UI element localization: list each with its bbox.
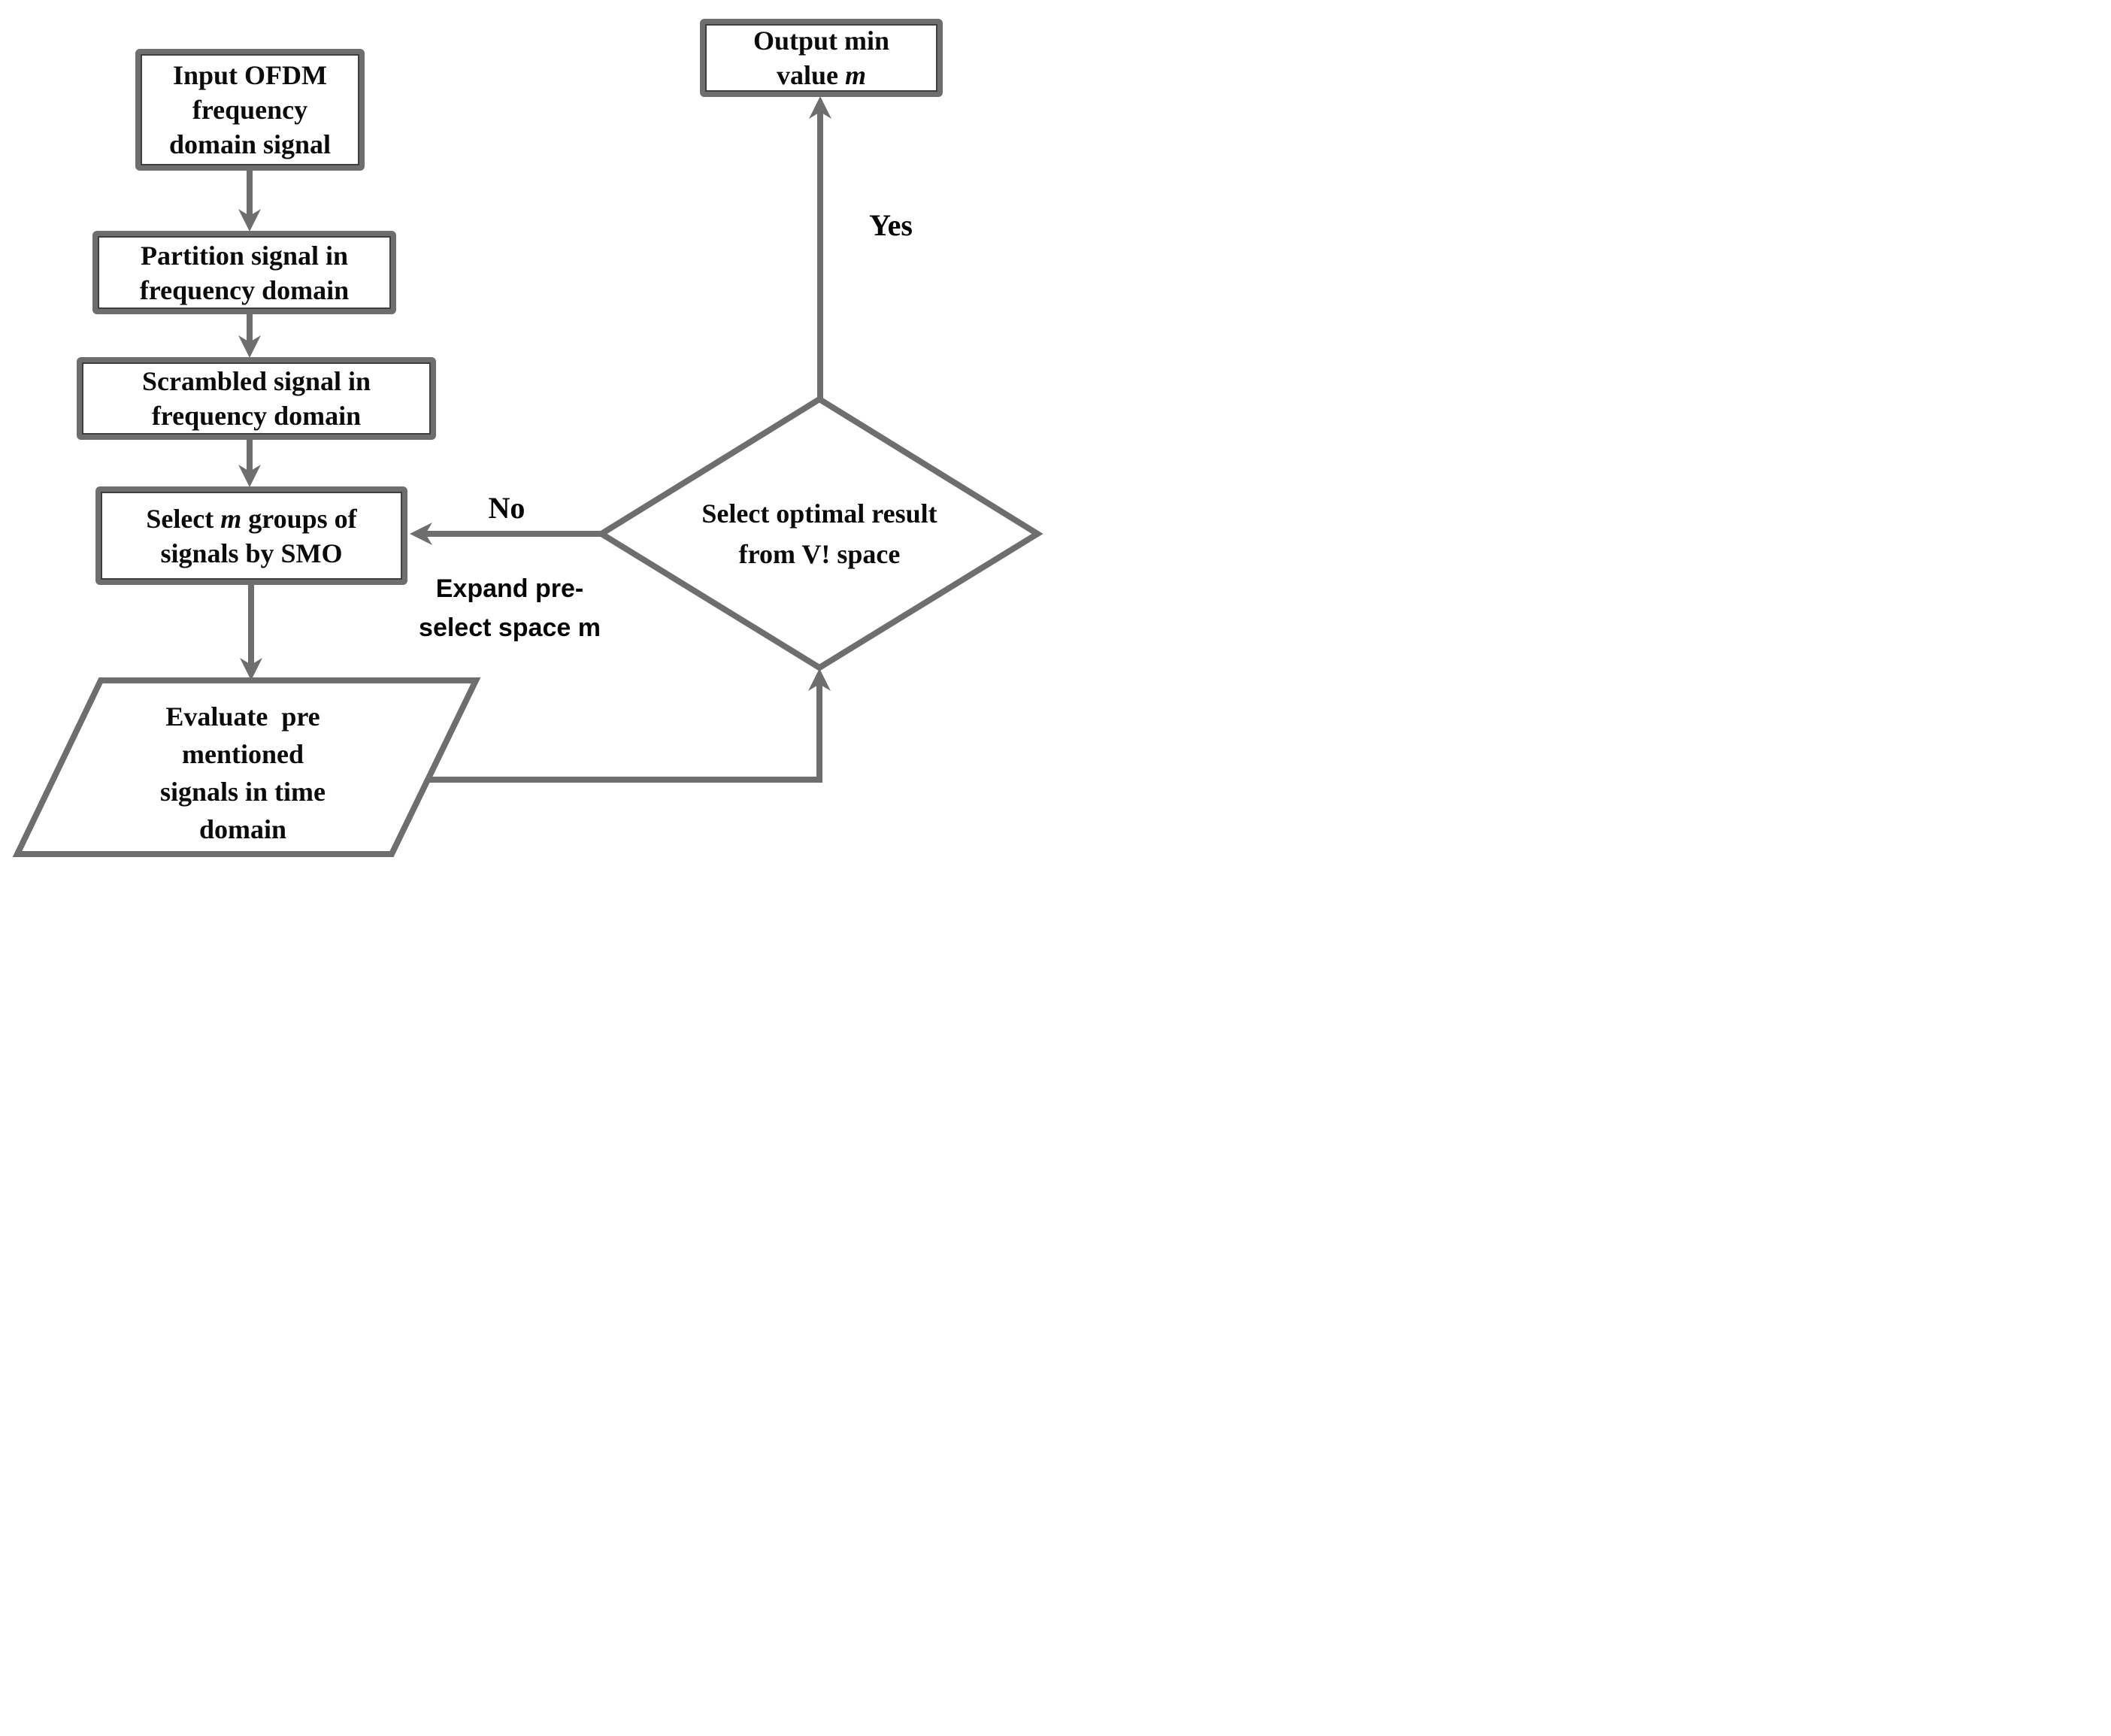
evaluate-parallelogram-shape xyxy=(12,677,481,857)
flowchart-canvas: Input OFDM frequency domain signal Parti… xyxy=(0,0,1056,868)
arrowhead-down-evaluate xyxy=(240,658,262,680)
node-text-line: Scrambled signal in xyxy=(141,366,371,396)
node-text-line: frequency domain xyxy=(139,274,350,305)
node-input-ofdm: Input OFDM frequency domain signal xyxy=(135,49,365,171)
arrowhead-down-partition xyxy=(238,209,261,232)
node-text-line: Input OFDM xyxy=(172,60,328,90)
select-line-suffix: groups of xyxy=(241,503,357,534)
node-text-line: Evaluate pre xyxy=(165,701,320,732)
node-text-line: mentioned xyxy=(182,739,304,769)
decision-diamond-text: Select optimal result from V! space xyxy=(639,493,1000,574)
edge-label-yes: Yes xyxy=(869,208,913,242)
arrowhead-up-output xyxy=(809,96,831,119)
arrowhead-up-decision xyxy=(808,668,831,691)
edge-label-expand-line2: select space m xyxy=(419,614,601,642)
node-output-min: Output min value m xyxy=(700,19,943,97)
node-text-line: frequency xyxy=(192,95,308,125)
output-line-variable-m: m xyxy=(845,60,867,90)
node-text-line: value m xyxy=(777,58,866,92)
node-text-line: Partition signal in xyxy=(140,240,349,271)
edge-label-expand-line1: Expand pre- xyxy=(435,574,584,603)
evaluate-parallelogram-text: Evaluate pre mentioned signals in time d… xyxy=(96,698,389,848)
decision-diamond-shape xyxy=(595,395,1043,671)
node-scrambled-signal: Scrambled signal in frequency domain xyxy=(77,357,436,440)
node-select-smo: Select m groups of signals by SMO xyxy=(95,486,407,585)
select-line-variable-m: m xyxy=(220,503,242,534)
connector-layer xyxy=(12,96,1043,857)
node-text-line: domain xyxy=(198,814,287,844)
node-text-line: from V! space xyxy=(738,539,901,569)
edge-evaluate-decision xyxy=(428,684,822,783)
node-text-line: Select optimal result xyxy=(701,498,937,529)
node-text-line: signals in time xyxy=(159,777,326,807)
arrowhead-left-select xyxy=(410,523,432,545)
node-text-line: frequency domain xyxy=(151,401,362,431)
select-line-prefix: Select xyxy=(146,503,221,534)
arrowhead-down-scramble xyxy=(238,335,261,358)
arrowhead-down-select xyxy=(238,465,261,487)
node-partition-signal: Partition signal in frequency domain xyxy=(92,231,396,314)
node-text-line: signals by SMO xyxy=(160,538,343,568)
node-text-line: Select m groups of xyxy=(146,501,356,536)
edge-label-expand: Expand pre- select space m xyxy=(389,569,630,647)
output-line-prefix: value xyxy=(776,60,845,90)
node-text-line: Output min xyxy=(753,26,890,56)
node-text-line: domain signal xyxy=(168,129,332,159)
edge-label-no: No xyxy=(488,491,525,525)
